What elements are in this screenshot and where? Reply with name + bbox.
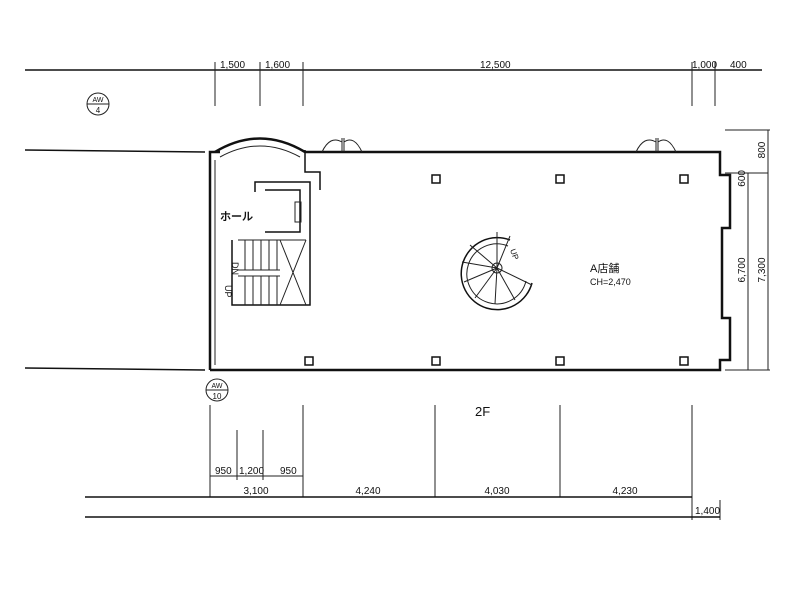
floor-label: 2F [475,404,490,419]
room-label-shop: A店舗 [590,261,619,275]
room-label-hall: ホール [220,210,253,223]
dim-bottom-sub-1: 950 [215,466,232,477]
dim-bottom-3: 4,030 [484,486,509,497]
aw-marker-4: AW 4 [86,92,110,116]
dim-bottom-sub-2: 1,200 [239,466,264,477]
dim-right-4: 7,300 [757,257,768,282]
dim-bottom-extra: 1,400 [695,506,720,517]
aw-marker-10: AW 10 [205,378,229,402]
ceiling-height-label: CH=2,470 [590,277,631,287]
dim-bottom-sub-3: 950 [280,466,297,477]
dim-bottom-1: 3,100 [243,486,268,497]
dim-top-4: 1,000 [692,60,717,71]
dim-bottom-4: 4,230 [612,486,637,497]
svg-text:AW: AW [92,97,103,104]
dim-right-3: 6,700 [737,257,748,282]
stair-up-label: UP [223,285,233,298]
svg-text:AW: AW [211,383,222,390]
dim-bottom-2: 4,240 [355,486,380,497]
building-walls [208,137,732,372]
dim-top-1: 1,500 [220,60,245,71]
road-lines [24,129,770,371]
svg-text:4: 4 [96,106,101,115]
spiral-up-label: UP [508,248,520,262]
dim-top-5: 400 [730,60,747,71]
bottom-dimension-lines [85,405,721,520]
dim-top-2: 1,600 [265,60,290,71]
top-dimension-lines [25,62,762,106]
right-dimension-lines [725,130,769,370]
dim-right-1: 800 [757,141,768,158]
dim-top-3: 12,500 [480,60,511,71]
spiral-stair [460,232,533,311]
stair-core [231,181,311,306]
dim-right-2: 600 [737,170,748,187]
stair-dn-label: DN [230,262,240,275]
svg-text:10: 10 [213,392,222,401]
